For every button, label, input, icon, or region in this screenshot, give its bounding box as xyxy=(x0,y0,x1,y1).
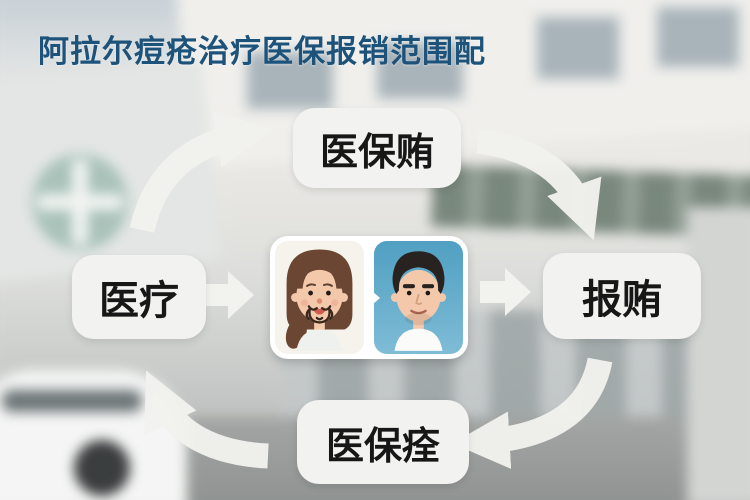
cycle-node-right: 报贿 xyxy=(543,253,701,339)
cycle-node-top: 医保贿 xyxy=(293,108,461,188)
building-window xyxy=(372,37,468,104)
cycle-node-left-label: 医疗 xyxy=(99,279,179,323)
woman-face-icon xyxy=(285,249,353,351)
cycle-node-bottom: 医保痊 xyxy=(297,400,469,484)
building-window xyxy=(532,12,624,84)
beard-scribble xyxy=(305,305,334,324)
page-title: 阿拉尔痘疮治疗医保报销范围配 xyxy=(38,34,486,69)
medical-cross-sign-icon xyxy=(32,154,128,250)
man-panel xyxy=(374,241,463,354)
car-wheel xyxy=(74,440,130,496)
cycle-node-left: 医疗 xyxy=(72,255,206,339)
man-face-icon xyxy=(390,251,447,351)
cycle-node-bottom-label: 医保痊 xyxy=(325,425,440,468)
car-windshield xyxy=(2,390,142,412)
cycle-node-top-label: 医保贿 xyxy=(319,131,434,174)
cycle-node-right-label: 报贿 xyxy=(582,278,662,322)
building-pillar xyxy=(687,207,750,500)
building-window xyxy=(652,2,744,72)
woman-panel xyxy=(275,241,364,354)
faces-comparison-card xyxy=(270,236,468,359)
right-notch-icon xyxy=(365,284,380,311)
building-window xyxy=(242,47,338,114)
